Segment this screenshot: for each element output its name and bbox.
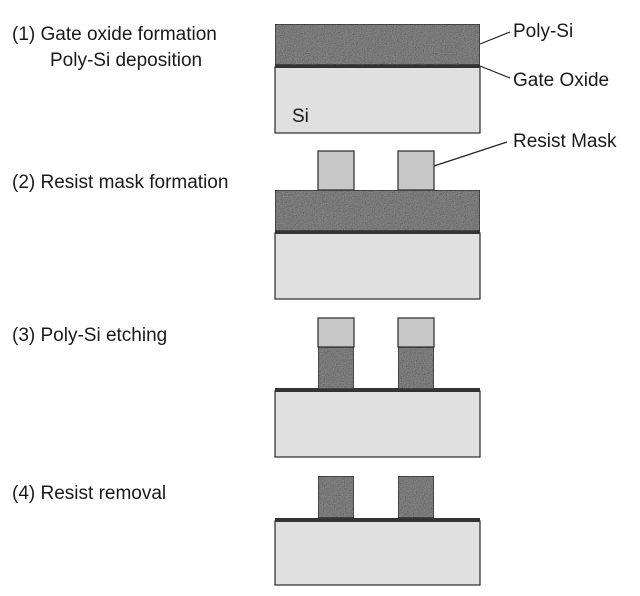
step-2-silicon-substrate — [274, 232, 481, 300]
resist-mask-leader-line — [433, 141, 508, 167]
step-4-poly-si-gate-left — [317, 475, 355, 519]
step-4-gate-oxide-layer — [275, 518, 480, 522]
step-1-silicon-substrate — [274, 66, 481, 134]
poly-si-leader-line — [479, 31, 511, 45]
step-3-resist-mask-left — [317, 317, 355, 348]
step-2-gate-oxide-layer — [275, 230, 480, 234]
gate-oxide-callout: Gate Oxide — [513, 70, 609, 91]
step-3-poly-si-gate-left — [317, 346, 355, 390]
step-3-poly-si-gate-right — [397, 346, 435, 390]
step-4-silicon-substrate — [274, 520, 481, 586]
step-1-label-line1: (1) Gate oxide formation — [12, 24, 217, 45]
step-3: (3) Poly-Si etching — [12, 317, 481, 458]
step-2: (2) Resist mask formation Resist Mask — [12, 131, 617, 300]
step-4-label: (4) Resist removal — [12, 483, 166, 504]
gate-oxide-leader-line — [479, 65, 511, 79]
resist-mask-callout: Resist Mask — [513, 131, 617, 152]
substrate-label: Si — [292, 106, 309, 127]
step-1: (1) Gate oxide formation Poly-Si deposit… — [12, 21, 609, 134]
poly-si-callout: Poly-Si — [513, 21, 573, 42]
step-1-label-line2: Poly-Si deposition — [50, 50, 202, 71]
step-3-resist-mask-right — [397, 317, 435, 348]
step-4-poly-si-gate-right — [397, 475, 435, 519]
step-2-resist-mask-left — [317, 150, 355, 191]
step-3-gate-oxide-layer — [275, 388, 480, 392]
step-3-silicon-substrate — [274, 390, 481, 458]
step-1-poly-si-layer — [274, 23, 481, 66]
step-1-gate-oxide-layer — [275, 64, 480, 68]
step-4: (4) Resist removal — [12, 475, 481, 586]
step-2-poly-si-layer — [274, 189, 481, 232]
step-2-label: (2) Resist mask formation — [12, 172, 228, 193]
step-3-label: (3) Poly-Si etching — [12, 325, 167, 346]
step-2-resist-mask-right — [397, 150, 435, 191]
